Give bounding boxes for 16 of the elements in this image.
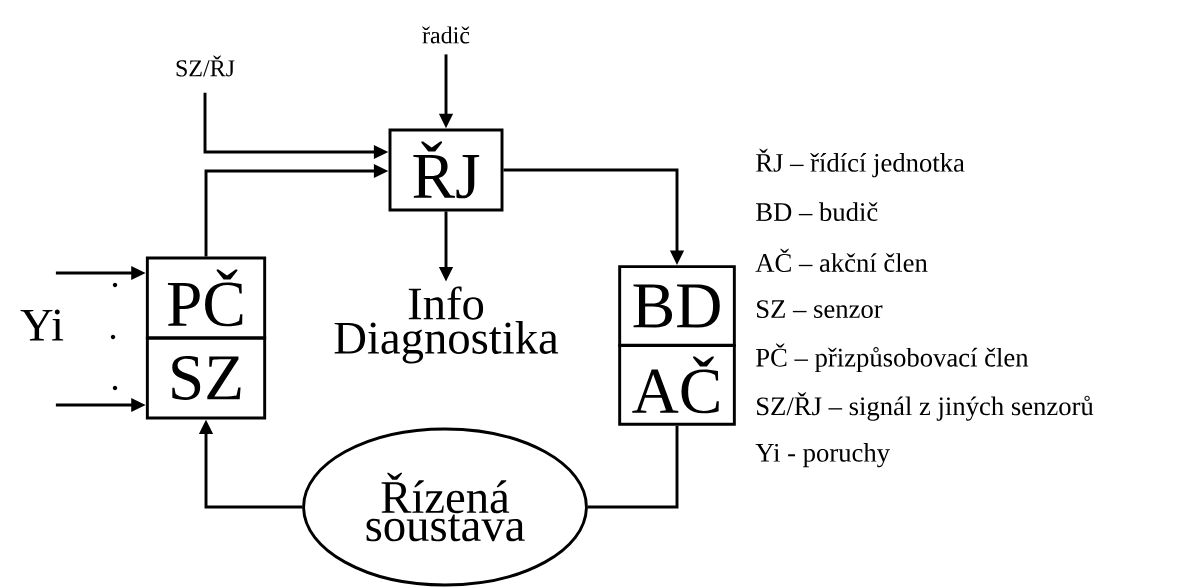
legend-text: ŘJ – řídící jednotka [756,148,965,178]
block-box: SZ [145,336,267,420]
legend-text: PČ – přizpůsobovací člen [756,343,1029,373]
signal-label: řadič [422,26,470,44]
legend-text: Yi - poruchy [755,443,890,468]
legend-text: AČ – akční člen [755,248,928,272]
block-box: AČ [618,344,736,426]
block-box: ŘJ [388,128,504,212]
legend-text: SZ/ŘJ – signál z jiných senzorů [757,392,1094,421]
info-label: Info Diagnostika [334,286,559,364]
block-box: BD [618,265,736,347]
input-label: Yi [20,309,64,341]
legend-text: SZ – senzor [757,300,883,319]
block-box: PČ [145,256,267,340]
signal-label: SZ/ŘJ [176,55,235,77]
legend-text: BD – budič [756,202,878,222]
